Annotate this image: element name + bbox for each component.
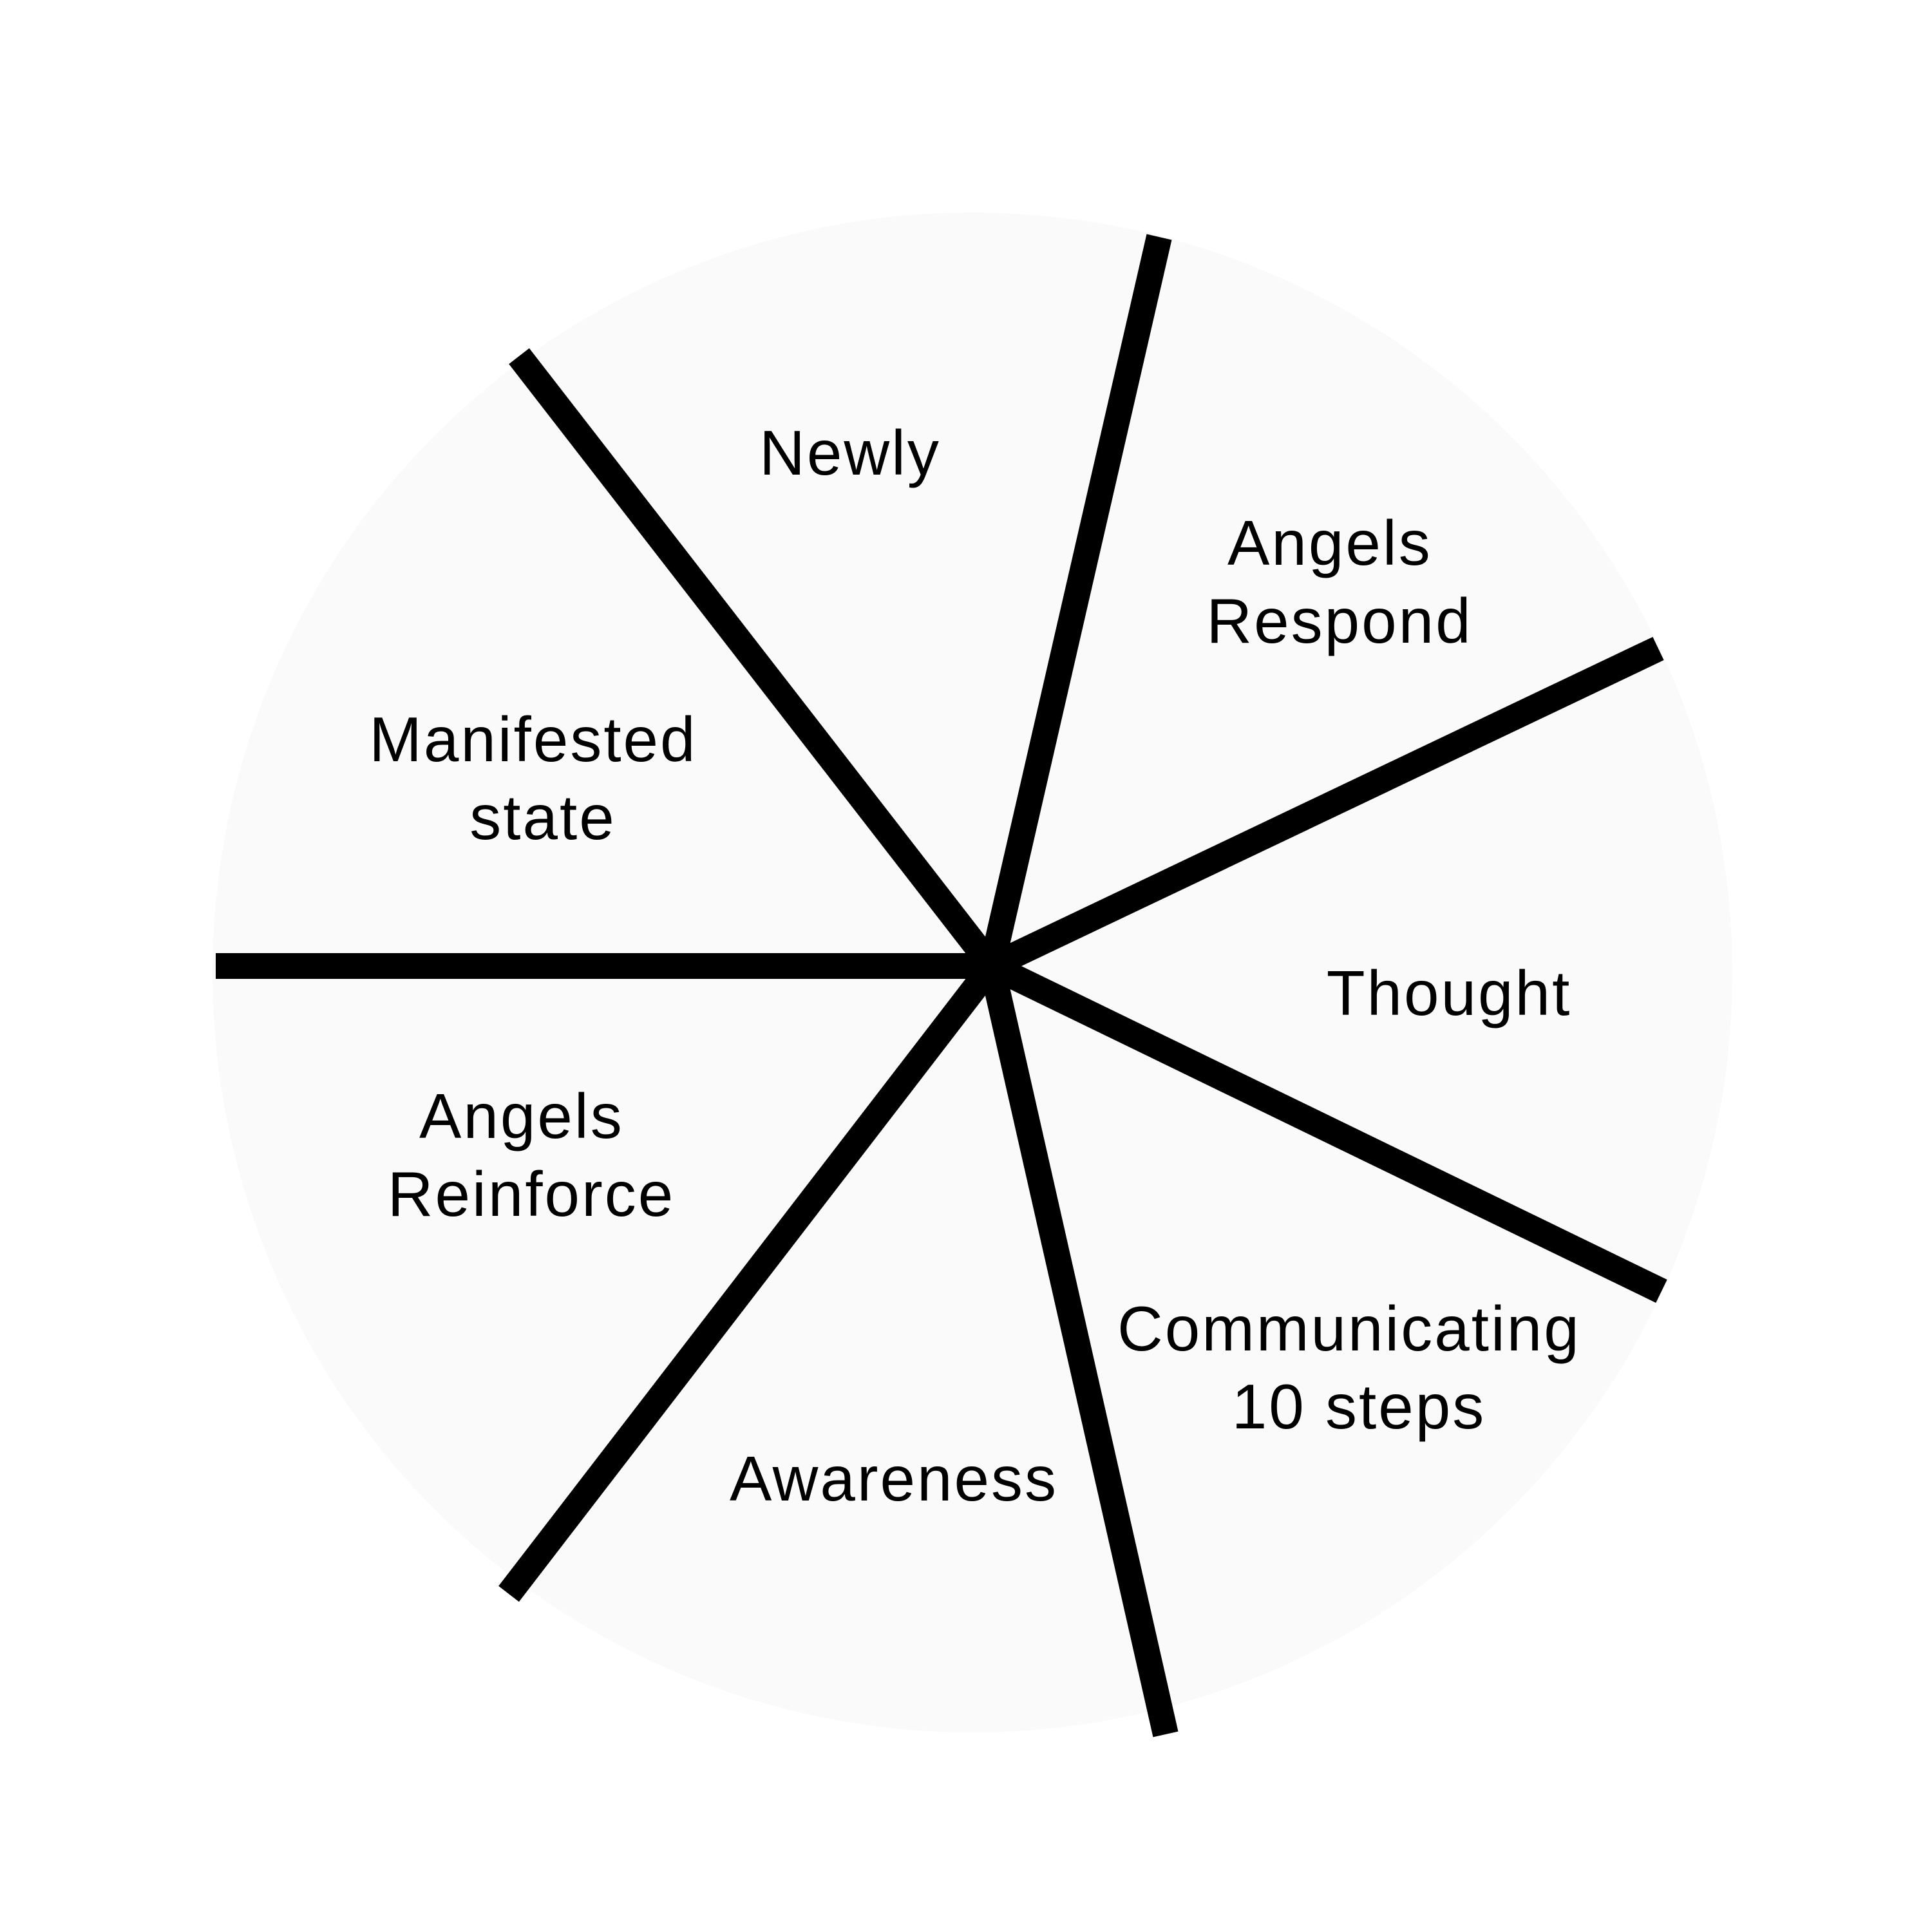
spoke-upper-right <box>986 636 1664 978</box>
segment-label-newly: Newly <box>759 417 941 488</box>
spoke-lower-right <box>986 954 1667 1303</box>
spoke-upper-left <box>509 348 1002 974</box>
spoke-bottom <box>979 963 1179 1738</box>
segment-label-angels-reinforce: Angels Reinforce <box>388 1081 675 1229</box>
segment-label-angels-respond: Angels Respond <box>1206 507 1472 656</box>
segment-label-manifested-state: Manifested state <box>369 704 717 853</box>
segment-labels: Newly Angels Respond Thought Communicati… <box>369 417 1600 1514</box>
segment-label-awareness: Awareness <box>730 1443 1058 1514</box>
segment-label-thought: Thought <box>1327 958 1572 1028</box>
wheel-spokes <box>216 234 1667 1738</box>
spoke-top <box>979 234 1172 969</box>
spoke-lower-left <box>498 958 1002 1602</box>
segment-label-communicating: Communicating 10 steps <box>1117 1293 1600 1442</box>
